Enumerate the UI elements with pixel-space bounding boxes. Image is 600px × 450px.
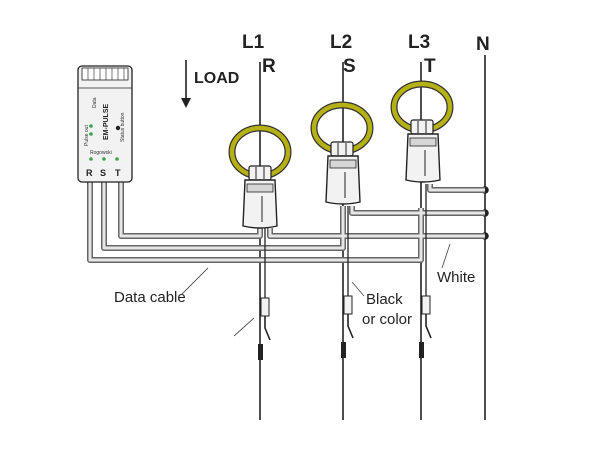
rogowski-coil-l3 <box>390 80 454 135</box>
device-side-label: Data <box>92 97 98 108</box>
note-white: White <box>437 269 475 286</box>
sensor-body-l2 <box>325 155 361 205</box>
led-indicator <box>89 157 93 161</box>
note-black: Black <box>366 291 403 308</box>
load-label: LOAD <box>194 70 239 87</box>
device-side-label: Pulse out <box>84 125 90 146</box>
em-pulse-device: EM-PULSE Status button Data Pulse out Ro… <box>77 65 133 183</box>
device-phase-mark: S <box>100 168 106 178</box>
load-arrow-icon <box>181 60 191 108</box>
sensor-body-l3 <box>405 133 441 183</box>
led-indicator <box>89 124 93 128</box>
led-indicator <box>102 157 106 161</box>
led-indicator <box>89 132 93 136</box>
rogowski-coil-l2 <box>310 101 374 157</box>
rogowski-coil-l1 <box>228 124 292 181</box>
measurement-leads <box>258 184 432 360</box>
device-phase-mark: T <box>115 168 121 178</box>
label-r: R <box>262 56 276 77</box>
device-brand: EM-PULSE <box>103 104 110 141</box>
label-l3: L3 <box>408 32 430 53</box>
device-button-label: Status button <box>120 112 126 142</box>
note-or-color: or color <box>362 311 412 328</box>
device-bottom-label: Rogowski <box>90 150 112 156</box>
label-l1: L1 <box>242 32 265 53</box>
led-indicator <box>115 157 119 161</box>
label-l2: L2 <box>330 32 352 53</box>
status-button-icon <box>115 125 121 131</box>
label-t: T <box>424 56 436 77</box>
note-data-cable: Data cable <box>114 289 186 306</box>
callout-leaders <box>181 243 451 337</box>
sensor-body-l1 <box>242 179 278 229</box>
data-cables <box>87 182 485 263</box>
label-s: S <box>343 56 356 77</box>
label-n: N <box>476 34 490 55</box>
device-phase-mark: R <box>86 168 93 178</box>
